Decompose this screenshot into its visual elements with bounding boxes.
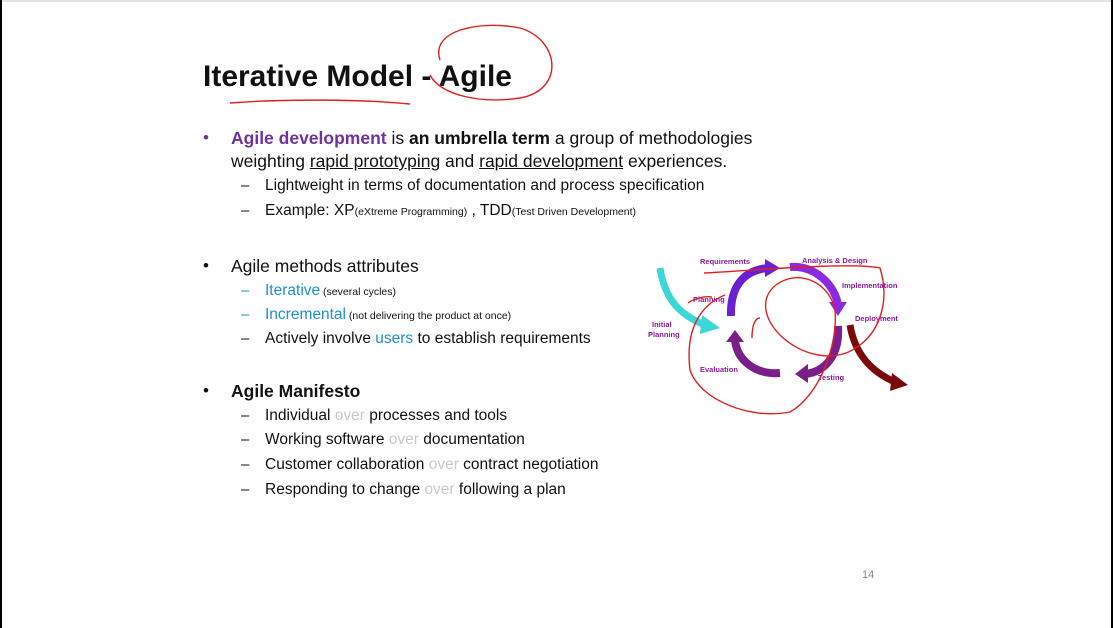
bullet2-text: Agile methods attributes [231, 256, 419, 276]
arrowhead [829, 302, 847, 316]
window-left-border [0, 0, 2, 628]
text: (not delivering the product at once) [345, 310, 512, 322]
requirements-arrow [726, 264, 769, 317]
text: Incremental [265, 306, 346, 323]
title-agile: - Agile [421, 60, 512, 93]
text: and [440, 151, 480, 171]
dash: – [241, 456, 250, 473]
label-testing: Testing [818, 373, 845, 382]
text: Customer collaboration [265, 456, 429, 473]
text: documentation [418, 431, 525, 448]
deployment-arrow [846, 324, 897, 386]
text: experiences. [623, 151, 728, 171]
manifesto-item: Responding to change over following a pl… [265, 481, 566, 499]
arrowhead [700, 315, 720, 334]
label-deployment: Deployment [855, 314, 898, 323]
small-tick [687, 296, 713, 304]
diagram-loop [688, 265, 885, 415]
bullet: • [203, 381, 209, 400]
bullet: • [203, 256, 209, 275]
bullet1-sub1: Lightweight in terms of documentation an… [265, 177, 705, 194]
testing-arrow [804, 325, 843, 378]
text: users [375, 330, 414, 347]
manifesto-item: Customer collaboration over contract neg… [265, 456, 598, 474]
bullet3-text: Agile Manifesto [231, 381, 361, 401]
title-text: Iterative Model [203, 60, 422, 93]
evaluation-arrow [731, 339, 781, 378]
text: Individual [265, 407, 335, 424]
text: , TDD [467, 202, 512, 219]
text: an umbrella term [408, 128, 550, 148]
label-implementation: Implementation [842, 281, 898, 290]
text: Actively involve [265, 330, 376, 347]
dash: – [241, 177, 250, 194]
manifesto-item: Individual over processes and tools [265, 407, 507, 425]
text: over [388, 431, 419, 448]
text: rapid prototyping [309, 151, 441, 171]
red-annotations [229, 24, 885, 415]
text: Responding to change [265, 481, 425, 498]
arrowhead [795, 364, 808, 383]
label-planning: Planning [693, 295, 725, 304]
inner-curl [751, 317, 761, 339]
label-initial-planning: Planning [648, 330, 680, 339]
agile-circle [429, 24, 553, 101]
window-right-border [1111, 0, 1113, 628]
text: (Test Driven Development) [511, 206, 637, 218]
text: over [428, 456, 459, 473]
arrowhead [765, 259, 780, 277]
label-evaluation: Evaluation [700, 365, 738, 374]
bullet1-line1: Agile development is an umbrella term a … [231, 128, 752, 149]
dash: – [241, 282, 250, 299]
text: over [424, 481, 455, 498]
bullet2-sub2: Incremental (not delivering the product … [265, 306, 511, 324]
text: a group of methodologies [550, 128, 753, 148]
text: is [386, 128, 409, 148]
bullet1-line2: weighting rapid prototyping and rapid de… [231, 151, 727, 172]
arrowhead [726, 330, 744, 342]
text: following a plan [454, 481, 566, 498]
text: (several cycles) [320, 286, 396, 298]
dash: – [241, 202, 250, 219]
text: rapid development [479, 151, 624, 171]
text: (eXtreme Programming) [354, 206, 468, 218]
page-number: 14 [862, 569, 875, 581]
arrowhead [890, 373, 908, 391]
dash: – [241, 431, 250, 448]
bullet: • [203, 128, 209, 147]
initial-planning-arrow [656, 267, 707, 329]
dash: – [241, 330, 250, 347]
text: weighting [231, 151, 310, 171]
text: Iterative [265, 282, 321, 299]
title-underline [229, 99, 411, 105]
text: Example: XP [265, 202, 355, 219]
dash: – [241, 306, 250, 323]
text: to establish requirements [413, 330, 591, 347]
agile-development-term: Agile development [231, 128, 387, 148]
dash: – [241, 481, 250, 498]
label-initial: Initial [652, 320, 672, 329]
slide-title: Iterative Model - Agile [203, 60, 512, 94]
manifesto-item: Working software over documentation [265, 431, 525, 449]
bullet2-sub3: Actively involve users to establish requ… [265, 330, 591, 348]
label-analysis-design: Analysis & Design [802, 256, 868, 265]
bullet1-sub2: Example: XP(eXtreme Programming) , TDD(T… [265, 202, 636, 220]
text: over [334, 407, 365, 424]
label-requirements: Requirements [700, 257, 750, 266]
dash: – [241, 407, 250, 424]
text: Working software [265, 431, 389, 448]
text: contract negotiation [458, 456, 599, 473]
bullet2-sub1: Iterative (several cycles) [265, 282, 396, 300]
text: processes and tools [364, 407, 508, 424]
window-top-border [0, 0, 1113, 2]
